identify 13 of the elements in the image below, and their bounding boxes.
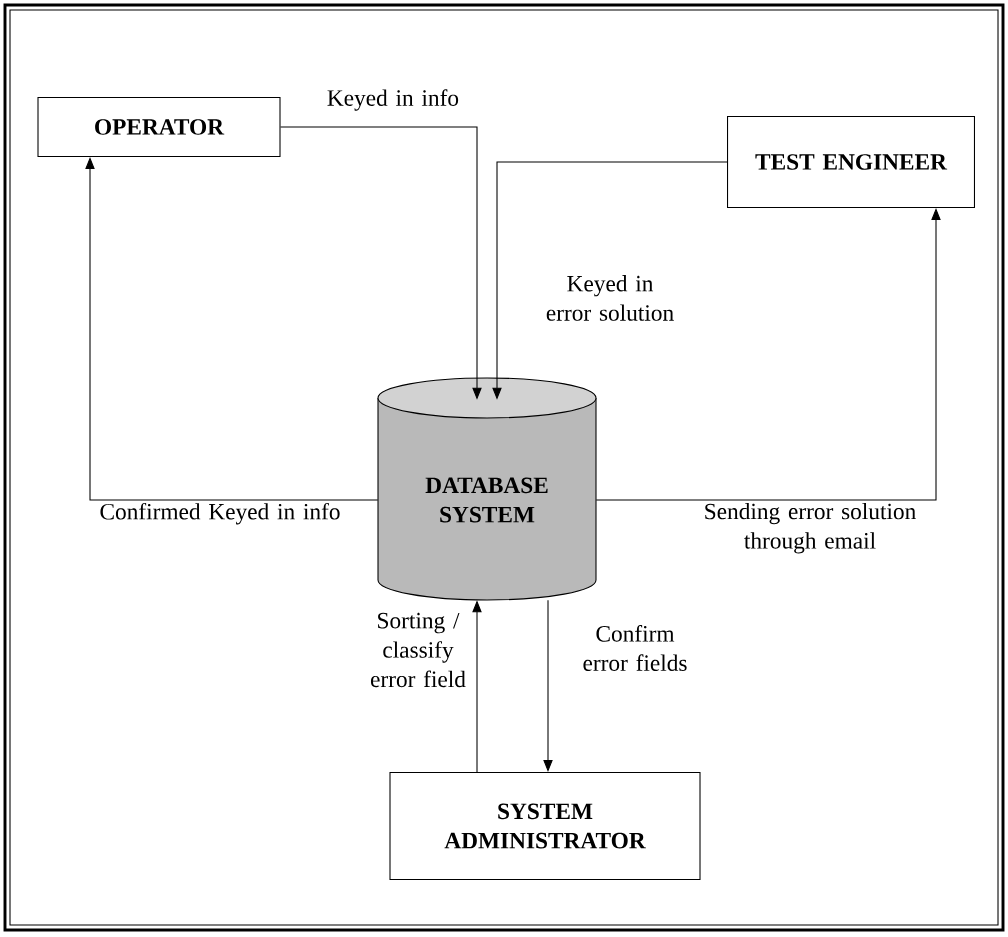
arrow — [595, 208, 941, 501]
entity-box: TEST ENGINEER — [727, 116, 975, 208]
edge-label: Confirm error fields — [583, 625, 687, 671]
edge-label: Keyed in error solution — [546, 275, 674, 321]
entity-box: OPERATOR — [37, 97, 281, 157]
entity-box: SYSTEM ADMINISTRATOR — [389, 772, 701, 880]
edge-label: Sending error solution through email — [705, 502, 916, 554]
edge-label: Sorting / classify error field — [371, 612, 466, 688]
arrow — [85, 157, 379, 501]
database-cylinder: DATABASE SYSTEM — [377, 377, 597, 601]
edge-label: Confirmed Keyed in info — [100, 502, 340, 525]
arrow — [543, 599, 553, 772]
edge-label: Keyed in info — [327, 89, 459, 111]
